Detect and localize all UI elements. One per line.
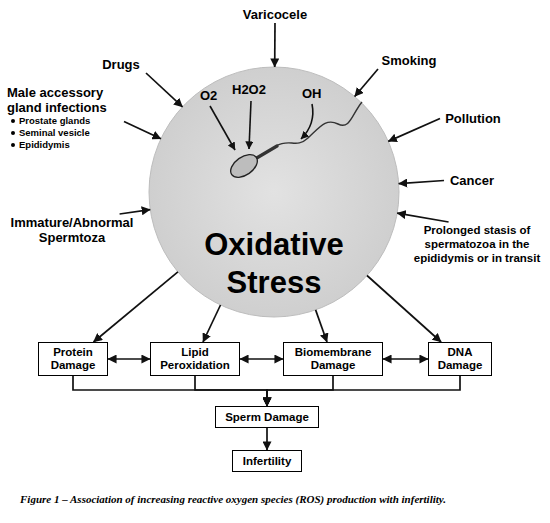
bullet-text: Seminal vesicle (19, 127, 90, 138)
connector-arrow (73, 376, 267, 406)
circle-title: Oxidative Stress (164, 226, 384, 302)
connector-arrow (399, 181, 444, 184)
cause-text: Immature/Abnormal Spermtoza (4, 214, 140, 246)
connector-arrow (108, 358, 150, 360)
bullet-row: Epididymis (7, 139, 123, 151)
bullet-dot (11, 119, 15, 123)
bullet-row: Prostate glands (7, 115, 123, 127)
connector-arrow (397, 213, 448, 222)
cause-heading: Male accessory gland infections (7, 85, 123, 115)
cause-label: Pollution (441, 111, 505, 126)
connector-arrow (388, 119, 440, 142)
connector-arrow (267, 376, 460, 406)
connector-arrow (146, 73, 183, 107)
circle-outline (149, 67, 399, 317)
box-text: Lipid Peroxidation (151, 346, 239, 372)
box-text: Protein Damage (39, 346, 107, 372)
cause-label: Cancer (445, 173, 499, 188)
cause-text: Varicocele (238, 6, 312, 23)
connector-arrow (195, 376, 267, 406)
cause-label: Varicocele (239, 7, 311, 22)
bullet-dot (11, 131, 15, 135)
box-text: Infertility (233, 455, 301, 468)
connector-arrow (120, 210, 151, 214)
cause-label: Smoking (379, 53, 439, 68)
box-text: Biomembrane Damage (284, 346, 382, 372)
cause-text: Prolonged stasis of spermatozoa in the e… (406, 222, 548, 266)
cause-label: Prolonged stasis of spermatozoa in the e… (407, 223, 547, 265)
damage-box: Biomembrane Damage (283, 342, 383, 376)
box-text: DNA Damage (429, 346, 491, 372)
connector-arrow (367, 276, 441, 343)
result-box: Infertility (232, 450, 302, 472)
connector-arrow (316, 310, 327, 342)
bullet-text: Prostate glands (19, 115, 90, 126)
ros-label: O2 (200, 88, 217, 103)
cause-text: Pollution (440, 110, 506, 127)
cause-text: Smoking (378, 52, 440, 69)
connector-arrow (240, 358, 283, 360)
result-box: Sperm Damage (215, 406, 319, 428)
connector-arrow (266, 428, 268, 450)
damage-box: DNA Damage (428, 342, 492, 376)
cause-text: Drugs (96, 56, 146, 73)
bullet-row: Seminal vesicle (7, 127, 123, 139)
box-text: Sperm Damage (216, 411, 318, 424)
cause-label: Immature/Abnormal Spermtoza (5, 215, 139, 245)
connector-arrow (355, 69, 378, 97)
damage-box: Lipid Peroxidation (150, 342, 240, 376)
stress-circle: Oxidative Stress (148, 66, 400, 318)
connector-arrow (383, 358, 428, 360)
connector-arrow (267, 376, 333, 406)
bullet-dot (11, 143, 15, 147)
connector-arrow (94, 272, 178, 342)
ros-label: H2O2 (232, 82, 266, 97)
cause-text: Cancer (444, 172, 500, 189)
figure-caption: Figure 1 – Association of increasing rea… (20, 493, 535, 506)
cause-list: Male accessory gland infectionsProstate … (6, 84, 124, 152)
damage-box: Protein Damage (38, 342, 108, 376)
ros-label: OH (302, 86, 322, 101)
cause-label: Drugs (97, 57, 145, 72)
bullet-text: Epididymis (19, 139, 70, 150)
connector-arrow (203, 305, 221, 342)
connector-arrow (274, 23, 276, 67)
connector-arrow (124, 121, 161, 138)
